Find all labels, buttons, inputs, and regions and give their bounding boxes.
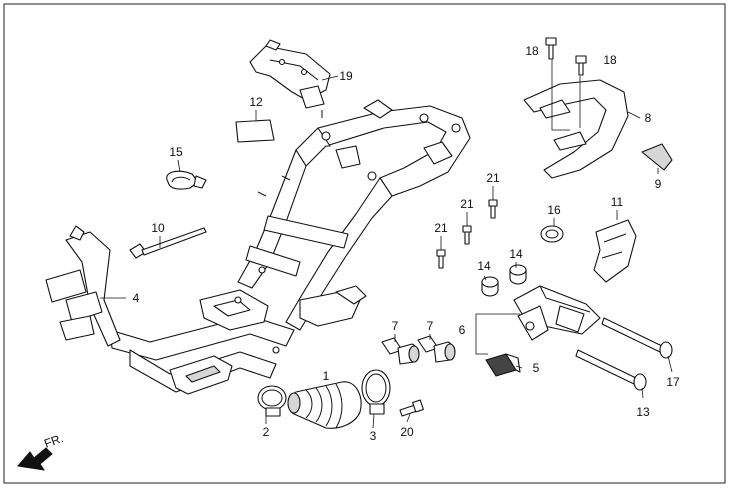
- callout-7-left: 7: [392, 319, 399, 333]
- part-21-bolt-b: [462, 225, 472, 245]
- part-18-bolt-a: [545, 37, 557, 60]
- sheet-border: [3, 3, 726, 484]
- leader-lines: [100, 60, 673, 429]
- part-8-grab-rail: [523, 79, 629, 179]
- part-11-cover: [593, 219, 637, 283]
- part-1-boot: [287, 381, 362, 429]
- callout-21-c: 21: [434, 221, 448, 235]
- front-direction-indicator: FR.: [17, 431, 65, 471]
- part-13-long-bolt: [575, 349, 647, 391]
- callout-11: 11: [611, 195, 624, 209]
- callout-19: 19: [339, 69, 353, 83]
- callout-5: 5: [533, 361, 540, 375]
- part-5-damper: [485, 353, 521, 377]
- callout-15: 15: [169, 145, 183, 159]
- arrow-left-down-icon: [17, 447, 53, 471]
- part-14-collar-a: [481, 276, 499, 297]
- part-12-plate: [235, 119, 275, 143]
- part-15-band: [166, 170, 207, 190]
- front-direction-label: FR.: [42, 431, 65, 451]
- part-3-clamp: [361, 369, 391, 415]
- callout-9: 9: [655, 177, 662, 191]
- part-19-bracket: [249, 39, 331, 109]
- callout-21-a: 21: [486, 171, 500, 185]
- callout-13: 13: [636, 405, 650, 419]
- callout-17: 17: [666, 375, 680, 389]
- part-7-bushing-left: [381, 337, 420, 365]
- callout-1: 1: [323, 369, 330, 383]
- callout-10: 10: [151, 221, 165, 235]
- callout-4: 4: [133, 291, 140, 305]
- main-frame: [45, 99, 471, 395]
- callout-18-b: 18: [603, 53, 617, 67]
- callout-14-a: 14: [477, 259, 491, 273]
- part-6-engine-hanger: [513, 285, 601, 341]
- part-16-grommet: [540, 225, 564, 243]
- part-10-cable-tie: [129, 227, 207, 259]
- part-9-cap: [641, 143, 673, 171]
- callout-7-right: 7: [427, 319, 434, 333]
- callout-16: 16: [547, 203, 561, 217]
- part-21-bolt-c: [436, 249, 446, 269]
- callout-3: 3: [370, 429, 377, 443]
- callout-labels: 1 2 3 4 5 6 7 7 8 9 10 11 12 13 14 14 15…: [133, 44, 680, 443]
- part-14-collar-b: [509, 264, 527, 285]
- part-18-bolt-b: [575, 55, 587, 76]
- callout-21-b: 21: [460, 197, 474, 211]
- callout-14-b: 14: [509, 247, 523, 261]
- callout-8: 8: [645, 111, 652, 125]
- callout-6: 6: [459, 323, 466, 337]
- part-20-bolt: [399, 399, 424, 417]
- callout-2: 2: [263, 425, 270, 439]
- callout-12: 12: [249, 95, 263, 109]
- callout-18-a: 18: [525, 44, 539, 58]
- part-2-clamp: [257, 385, 287, 417]
- part-21-bolt-a: [488, 199, 498, 219]
- callout-20: 20: [400, 425, 414, 439]
- part-17-long-bolt: [601, 317, 673, 359]
- part-7-bushing-right: [417, 335, 456, 363]
